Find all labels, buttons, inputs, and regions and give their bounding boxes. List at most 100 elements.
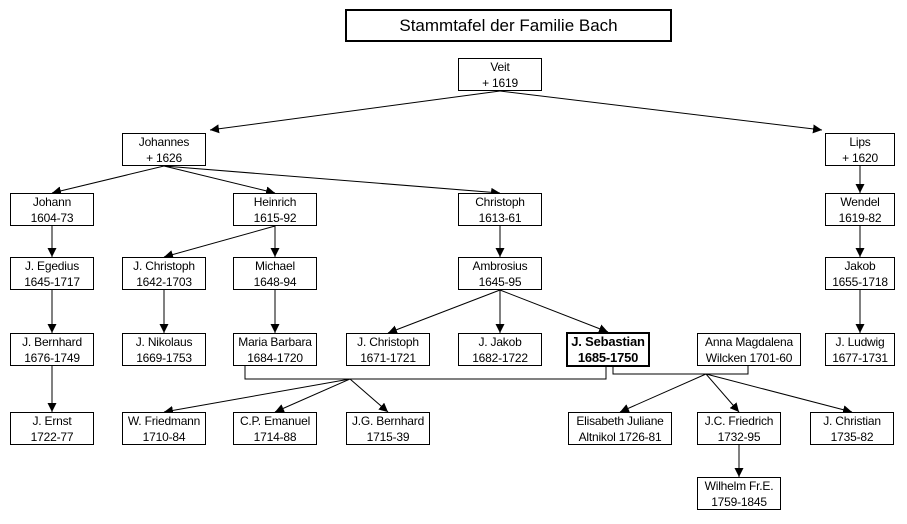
person-name: Heinrich: [253, 194, 297, 209]
arrow-marriage1-to-friedmann: [163, 378, 351, 415]
person-name: J. Nikolaus: [135, 334, 193, 349]
diagram-title: Stammtafel der Familie Bach: [345, 9, 672, 42]
person-name: Wilhelm Fr.E.: [704, 478, 774, 493]
person-dates: 1642-1703: [136, 274, 192, 289]
arrow-marriage2-to-elisabeth: [619, 373, 707, 413]
person-dates: 1671-1721: [360, 350, 416, 365]
person-name: Johann: [32, 194, 72, 209]
person-dates: 1677-1731: [832, 350, 888, 365]
person-name: C.P. Emanuel: [239, 413, 311, 428]
person-dates: 1684-1720: [247, 350, 303, 365]
person-dates: + 1619: [482, 75, 518, 90]
person-name: Ambrosius: [472, 258, 528, 273]
person-name: Johannes: [138, 134, 190, 149]
person-name: W. Friedmann: [127, 413, 201, 428]
person-name: Lips: [849, 134, 871, 149]
person-dates: Wilcken 1701-60: [705, 350, 793, 365]
arrow-johannes-to-heinrich: [163, 165, 276, 196]
person-name: Veit: [490, 59, 510, 74]
person-dates: 1735-82: [830, 429, 874, 444]
person-name: J. Ludwig: [835, 334, 885, 349]
arrow-veit-to-johannes: [209, 90, 501, 134]
arrow-marriage1-to-emanuel: [274, 378, 351, 413]
person-dates: 1682-1722: [472, 350, 528, 365]
arrow-marriage2-to-jchristian: [705, 373, 853, 415]
person-dates: 1685-1750: [577, 349, 639, 365]
arrow-ambrosius-to-jchristoph2: [387, 289, 501, 334]
person-dates: 1604-73: [30, 210, 74, 225]
person-name: J. Christoph: [357, 334, 419, 349]
person-name: J. Ernst: [32, 413, 72, 428]
descent-arrows: [47, 90, 865, 477]
person-name: Christoph: [475, 194, 525, 209]
person-dates: + 1620: [842, 150, 878, 165]
person-dates: 1619-82: [838, 210, 882, 225]
person-name: J. Bernhard: [22, 334, 82, 349]
arrow-johannes-to-christoph: [163, 165, 501, 197]
person-name: J. Egedius: [24, 258, 80, 273]
person-node-johannes: Johannes+ 1626: [122, 133, 206, 166]
person-name: J. Christoph: [133, 258, 195, 273]
person-name: Wendel: [840, 194, 880, 209]
marriage-bracket-anna-magdalena: [612, 366, 749, 375]
person-name: J. Christian: [823, 413, 881, 428]
person-name: Michael: [255, 258, 295, 273]
person-dates: 1645-95: [478, 274, 522, 289]
person-name: J. Jakob: [478, 334, 522, 349]
person-dates: 1715-39: [366, 429, 410, 444]
arrow-heinrich-to-jchristoph1: [163, 225, 276, 259]
person-dates: 1722-77: [30, 429, 74, 444]
person-name: Elisabeth Juliane: [576, 413, 664, 428]
person-name: J.C. Friedrich: [704, 413, 774, 428]
person-node-lips: Lips+ 1620: [825, 133, 895, 166]
person-node-veit: Veit+ 1619: [458, 58, 542, 91]
person-node-wilhelm: Wilhelm Fr.E.1759-1845: [697, 477, 781, 510]
person-name: J.G. Bernhard: [351, 413, 425, 428]
person-name: Jakob: [844, 258, 876, 273]
person-dates: 1655-1718: [832, 274, 888, 289]
person-dates: 1732-95: [717, 429, 761, 444]
person-dates: 1613-61: [478, 210, 522, 225]
person-dates: 1645-1717: [24, 274, 80, 289]
person-name: Maria Barbara: [238, 334, 312, 349]
person-dates: 1710-84: [142, 429, 186, 444]
person-dates: + 1626: [146, 150, 182, 165]
person-name: J. Sebastian: [571, 333, 645, 349]
person-dates: 1669-1753: [136, 350, 192, 365]
marriage-bracket-maria-barbara: [244, 366, 607, 380]
arrow-marriage2-to-jcfriedrich: [705, 373, 740, 413]
person-name: Anna Magdalena: [705, 334, 793, 349]
person-dates: 1615-92: [253, 210, 297, 225]
arrow-ambrosius-to-sebastian: [499, 289, 609, 333]
person-dates: 1676-1749: [24, 350, 80, 365]
person-dates: 1759-1845: [711, 494, 767, 509]
person-dates: 1648-94: [253, 274, 297, 289]
person-dates: 1714-88: [253, 429, 297, 444]
